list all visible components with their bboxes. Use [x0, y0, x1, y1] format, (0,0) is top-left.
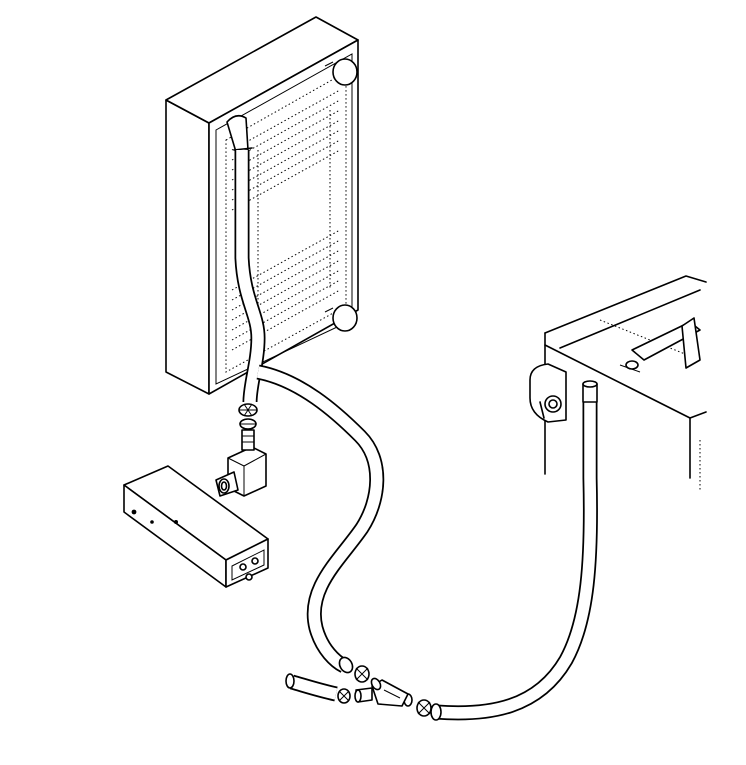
clamp-return-hose: [416, 699, 432, 717]
tank: [529, 275, 707, 490]
tee-fitting: [215, 429, 267, 497]
y-fitting: [354, 677, 409, 707]
valve-block: [123, 465, 269, 588]
clamp-short-hose: [337, 688, 351, 704]
long-hose: [256, 364, 385, 674]
clamp-long-hose: [354, 665, 370, 683]
tank-bracket: [529, 363, 567, 423]
return-hose: [430, 400, 598, 721]
upper-hose: [234, 150, 266, 403]
radiator-mount-knob: [324, 58, 358, 332]
short-hose: [285, 673, 338, 702]
clamp-upper: [238, 403, 258, 430]
